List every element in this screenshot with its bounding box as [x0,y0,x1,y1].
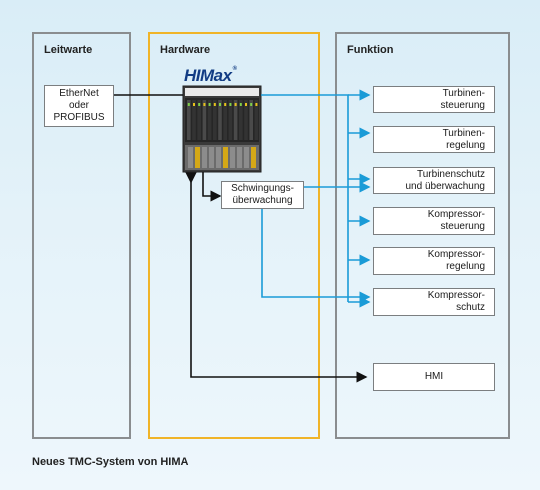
compressor-regulation-box: Kompressor- regelung [373,247,495,275]
turbine-regulation-box: Turbinen- regelung [373,126,495,153]
rack-module [207,100,212,140]
rack-vibration-link [202,172,222,202]
rack-module [197,100,201,140]
ethernet-profibus-box: EtherNet oder PROFIBUS [44,85,114,127]
io-terminal [223,147,228,168]
module-led [229,103,232,106]
module-led [250,103,253,106]
io-terminal [237,147,242,168]
rack-module [218,100,222,140]
module-led [213,103,216,106]
rack-slots [187,100,259,168]
io-terminal [209,147,214,168]
rack-module [239,100,243,140]
compressor-control-box: Kompressor- steuerung [373,207,495,235]
module-led [203,103,206,106]
leitwarte-column: Leitwarte [32,32,131,439]
himax-logo: HIMax® [184,66,237,85]
module-led [245,103,247,106]
module-led [193,103,195,106]
module-led [234,103,237,106]
rack-module [244,100,248,140]
hardware-title: Hardware [160,44,211,56]
rack-module [192,100,196,140]
module-led [239,103,242,106]
module-led [198,103,201,106]
io-terminal [230,147,235,168]
module-led [255,103,258,106]
io-terminal [195,147,200,168]
rack-module [202,100,207,140]
io-terminal [188,147,193,168]
turbine-control-box: Turbinen- steuerung [373,86,495,113]
rack-module [213,100,217,140]
module-led [208,103,211,106]
io-terminal [202,147,207,168]
io-terminal [216,147,221,168]
rack-module [254,100,259,140]
figure-caption: Neues TMC-System von HIMA [32,456,189,468]
io-terminal [244,147,249,168]
rack-module [187,100,191,140]
rack-module [228,100,233,140]
module-led [187,103,190,106]
compressor-protection-box: Kompressor- schutz [373,288,495,316]
rack-module [233,100,238,140]
vibration-monitoring-box: Schwingungs- überwachung [221,181,304,209]
module-led [219,103,221,106]
himax-rack [182,85,262,173]
module-led [224,103,227,106]
turbine-protection-box: Turbinenschutz und überwachung [373,167,495,194]
funktion-title: Funktion [347,44,394,56]
rack-module [223,100,227,140]
leitwarte-title: Leitwarte [44,44,93,56]
hmi-link [185,172,368,383]
hmi-box: HMI [373,363,495,391]
io-terminal [251,147,256,168]
rack-module [249,100,253,140]
